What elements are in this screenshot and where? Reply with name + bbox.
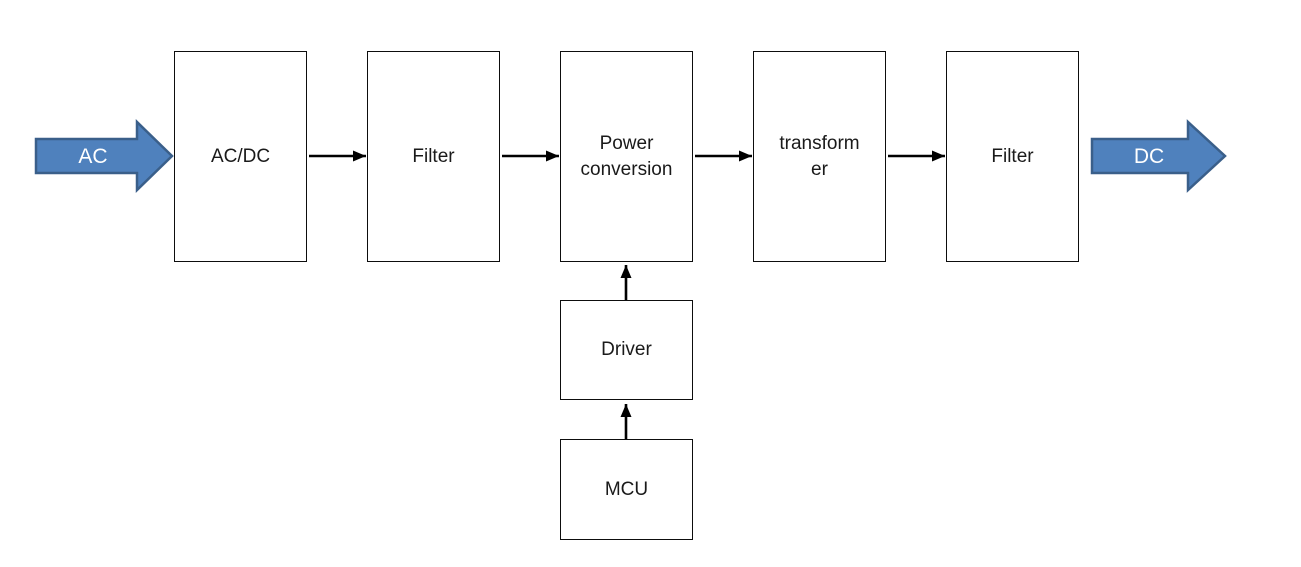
output-block-arrow: [1090, 119, 1227, 193]
block-power-conversion-label: Power conversion: [580, 133, 673, 180]
block-power-conversion: Power conversion: [560, 51, 693, 262]
input-block-arrow: [34, 119, 174, 193]
block-transformer-label: transformer: [779, 133, 860, 180]
block-mcu: MCU: [560, 439, 693, 540]
block-acdc: AC/DC: [174, 51, 307, 262]
block-filter-1: Filter: [367, 51, 500, 262]
block-filter-2: Filter: [946, 51, 1079, 262]
block-filter-1-label: Filter: [412, 145, 455, 167]
block-driver: Driver: [560, 300, 693, 400]
block-mcu-label: MCU: [604, 478, 649, 500]
block-driver-label: Driver: [601, 339, 652, 361]
block-acdc-label: AC/DC: [210, 145, 271, 167]
block-filter-2-label: Filter: [991, 145, 1034, 167]
block-transformer: transformer: [753, 51, 886, 262]
